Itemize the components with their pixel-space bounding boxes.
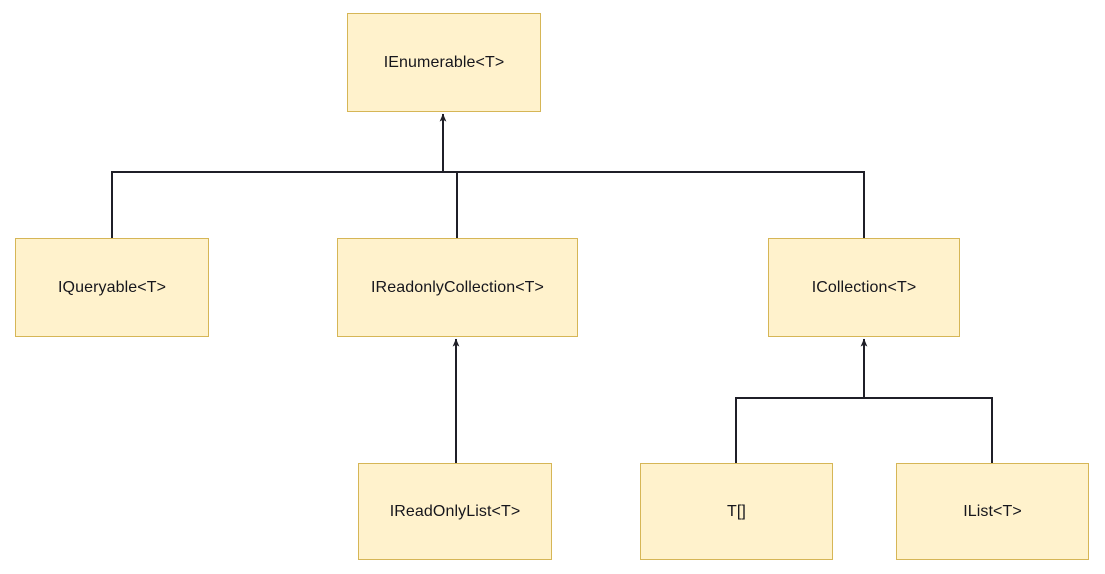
node-label: ICollection<T> <box>811 278 917 296</box>
node-ireadonlycollection[interactable]: IReadonlyCollection<T> <box>337 238 578 337</box>
node-ienumerable[interactable]: IEnumerable<T> <box>347 13 541 112</box>
node-tarray[interactable]: T[] <box>640 463 833 560</box>
connector-icollection-to-ienumerable <box>443 171 865 238</box>
node-ireadonlylist[interactable]: IReadOnlyList<T> <box>358 463 552 560</box>
node-iqueryable[interactable]: IQueryable<T> <box>15 238 209 337</box>
node-label: T[] <box>727 502 746 520</box>
node-label: IReadonlyCollection<T> <box>371 278 544 296</box>
node-label: IQueryable<T> <box>57 278 167 296</box>
node-label: IEnumerable<T> <box>383 53 505 71</box>
node-label: IReadOnlyList<T> <box>389 502 521 520</box>
connector-iqueryable-to-ienumerable <box>111 171 443 238</box>
node-label: IList<T> <box>963 502 1022 520</box>
connector-ireadonlycollection-to-ienumerable <box>443 171 458 238</box>
connector-tarray-to-icollection <box>735 397 864 463</box>
connector-ilist-to-icollection <box>864 397 993 463</box>
node-ilist[interactable]: IList<T> <box>896 463 1089 560</box>
node-icollection[interactable]: ICollection<T> <box>768 238 960 337</box>
